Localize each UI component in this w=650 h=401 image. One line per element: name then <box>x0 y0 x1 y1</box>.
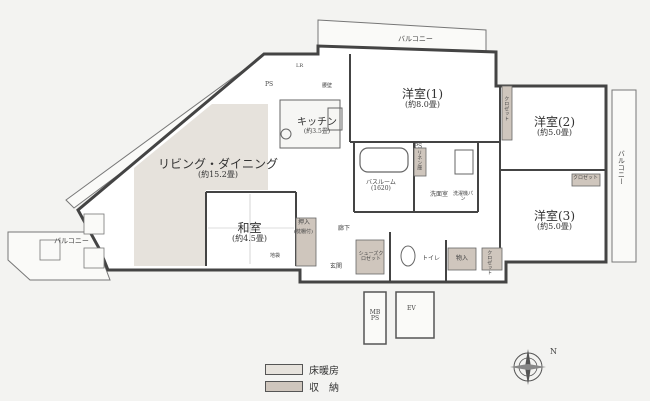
yoshitsu1-name: 洋室(1) <box>402 87 443 101</box>
yoshitsu2-name: 洋室(2) <box>534 115 575 129</box>
washbasin <box>454 149 474 175</box>
toilet-label: トイレ <box>422 255 441 262</box>
bath-size: (1620) <box>370 185 391 193</box>
bath-name: バスルーム <box>366 179 396 186</box>
ev-label: EV <box>407 305 416 312</box>
legend-floor-heating: 床暖房 <box>265 362 339 377</box>
tatami-lines <box>208 194 294 264</box>
yoshitsu3-size: (約5.0畳) <box>537 221 572 231</box>
balcony-right <box>611 89 637 263</box>
kitchen-stove <box>327 107 343 131</box>
mb-ps-box <box>363 291 387 345</box>
legend-storage-text: 収 納 <box>309 383 339 394</box>
storage-label: 物入 <box>456 255 469 262</box>
bathtub <box>359 147 409 173</box>
living-floor-heating <box>134 104 268 266</box>
washer-pan-label: 洗濯機パン <box>452 191 473 203</box>
yoshitsu2-label: 洋室(2) (約5.0畳) <box>534 116 575 137</box>
compass-label: N <box>550 347 557 356</box>
yoshitsu1-label: 洋室(1) (約8.0畳) <box>402 88 443 109</box>
compass-icon <box>510 349 546 385</box>
shafts <box>39 213 105 269</box>
kitchen-label: キッチン (約3.5畳) <box>297 117 337 135</box>
balcony-right-label: バルコニー <box>617 150 626 185</box>
lr-label: LR <box>296 63 304 69</box>
legend-storage: 収 納 <box>265 379 339 394</box>
yoshitsu1-size: (約8.0畳) <box>405 99 440 109</box>
yoshitsu3-name: 洋室(3) <box>534 209 575 223</box>
tokonoma-label: 地袋 <box>270 253 281 259</box>
balcony-top-label: バルコニー <box>398 35 433 43</box>
washroom-label: 洗面室 <box>430 191 449 198</box>
washitsu-label: 和室 (約4.5畳) <box>232 222 267 243</box>
ps1-label: PS <box>265 81 274 88</box>
genkan-label: 玄関 <box>330 263 343 270</box>
bath-label: バスルーム (1620) <box>366 179 396 193</box>
toilet-bowl <box>400 245 416 267</box>
kitchen-size: (約3.5畳) <box>303 127 331 135</box>
oshiire-note-label: (枕棚付) <box>294 229 313 235</box>
washitsu-size: (約4.5畳) <box>232 233 267 243</box>
storage-areas <box>295 85 601 275</box>
kitchen-name: キッチン <box>297 117 337 128</box>
living-name: リビング・ダイニング <box>158 157 279 171</box>
living-size: (約15.2畳) <box>197 169 239 179</box>
counter-label: 腰壁 <box>322 83 333 89</box>
ps2-label: PS <box>414 143 423 150</box>
yoshitsu2-size: (約5.0畳) <box>537 127 572 137</box>
closet1-label: クロゼット <box>503 96 510 121</box>
legend-floor-heating-text: 床暖房 <box>309 366 339 377</box>
legend-storage-swatch <box>265 381 303 392</box>
linen-label: リネン庫 <box>416 150 423 170</box>
kitchen-sink <box>280 128 292 140</box>
living-label: リビング・ダイニング (約15.2畳) <box>158 158 278 179</box>
yoshitsu3-label: 洋室(3) (約5.0畳) <box>534 210 575 231</box>
hallway-label: 廊下 <box>338 225 351 232</box>
oshiire-label: 押入 <box>298 219 311 226</box>
closet3-label: クロゼット <box>486 250 493 275</box>
shoes-closet-label: シューズクロゼット <box>358 251 384 263</box>
closet2-label: クロゼット <box>573 175 599 181</box>
washitsu-name: 和室 <box>237 221 262 235</box>
ev-box <box>395 291 435 339</box>
balcony-left-label: バルコニー <box>54 237 89 245</box>
legend-floor-heating-swatch <box>265 364 303 375</box>
mb-ps-label: MB PS <box>369 309 381 323</box>
